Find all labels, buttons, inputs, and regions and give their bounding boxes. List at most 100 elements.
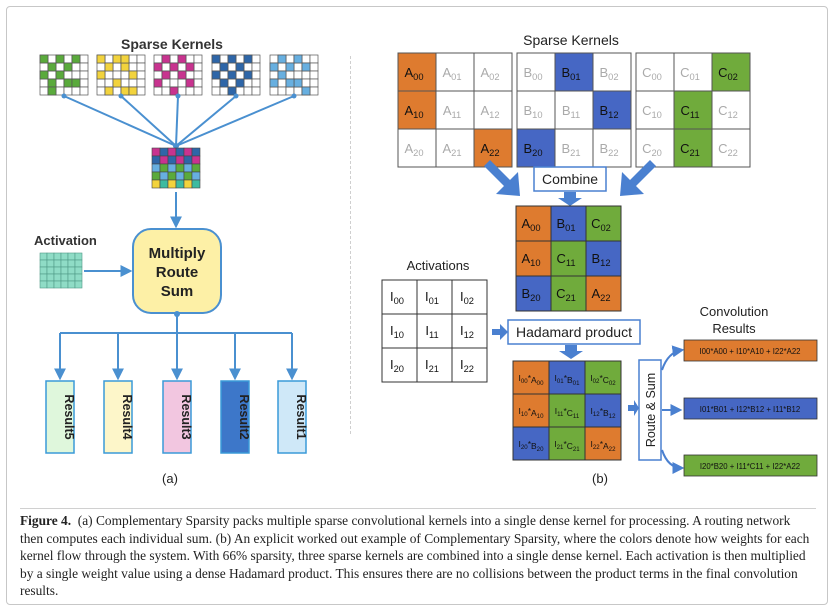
sparse-kernel-5 [269,54,319,96]
kernel-cell-c02: C02 [711,52,751,92]
kernel-cell-a22: A22 [473,128,513,168]
kernel-cell-a00: A00 [397,52,437,92]
kernel-cell-a12: A12 [473,90,513,130]
svg-text:A01: A01 [442,65,461,82]
svg-text:B21: B21 [561,141,580,158]
kernel-cell-b21: B21 [554,128,594,168]
conv-title-2: Results [712,321,756,336]
panel-a-title: Sparse Kernels [121,36,223,52]
kernel-cell-b01: B01 [554,52,594,92]
svg-text:I10: I10 [390,323,404,340]
combine-box [533,166,607,192]
sparse-kernel-1 [39,54,89,96]
svg-text:A20: A20 [404,141,423,158]
svg-text:C11: C11 [556,251,575,268]
svg-text:I21: I21 [425,357,439,374]
panel-a-label: (a) [162,471,178,486]
dense-cell-c02: C02 [585,205,622,242]
dense-cell-b20: B20 [515,275,552,312]
svg-text:I02*C02: I02*C02 [590,373,616,387]
conv-result-1: I00*A00 + I10*A10 + I22*A22 [683,339,818,362]
result-label: Result2 [237,394,251,439]
svg-text:I22*A22: I22*A22 [591,439,617,453]
kernel-cell-a10: A10 [397,90,437,130]
sparse-kernel-4 [211,54,261,96]
kernel-connector-lines [61,93,297,149]
svg-text:I01*B01: I01*B01 [555,373,581,387]
kernel-cell-a20: A20 [397,128,437,168]
caption-figure-label: Figure 4. [20,513,72,528]
conv-title-1: Convolution [700,304,769,319]
conv-result-text: I00*A00 + I10*A10 + I22*A22 [699,347,800,356]
svg-text:I11*C11: I11*C11 [555,406,580,420]
activation-cell-i02: I02 [451,279,488,315]
activation-cell-i10: I10 [381,313,418,349]
svg-text:B00: B00 [523,65,542,82]
svg-text:C12: C12 [718,103,738,120]
mrs-line-1: Multiply [149,245,206,262]
svg-text:A11: A11 [443,103,461,120]
svg-text:C21: C21 [556,286,576,303]
svg-text:I22: I22 [460,357,474,374]
activation-cell-i01: I01 [416,279,453,315]
product-cell: I01*B01 [548,360,586,395]
conv-result-text: I20*B20 + I11*C11 + I22*A22 [700,462,800,471]
kernel-cell-b22: B22 [592,128,632,168]
svg-text:B12: B12 [591,251,610,268]
conv-result-text: I01*B01 + I12*B12 + I11*B12 [700,405,800,414]
sparse-kernel-3 [153,54,203,96]
sparse-kernel-2 [96,54,146,96]
svg-text:C02: C02 [718,65,738,82]
panel-a: Sparse Kernels Activation Multiply Route… [34,36,319,486]
svg-text:A00: A00 [404,65,423,82]
activation-cell-i22: I22 [451,347,488,383]
kernel-cell-a11: A11 [435,90,475,130]
dense-kernel-grid [151,147,201,189]
activation-cell-i11: I11 [416,313,453,349]
kernel-cell-b12: B12 [592,90,632,130]
panel-b-label: (b) [592,471,608,486]
svg-text:I20*B20: I20*B20 [519,439,545,453]
svg-text:I11: I11 [425,323,438,340]
product-cell: I21*C21 [548,426,586,461]
svg-text:B10: B10 [523,103,542,120]
svg-text:C01: C01 [680,65,700,82]
svg-text:B22: B22 [599,141,618,158]
svg-text:B12: B12 [599,103,618,120]
kernel-cell-b20: B20 [516,128,556,168]
conv-result-2: I01*B01 + I12*B12 + I11*B12 [683,397,818,420]
sparse-kernel-grids [39,54,319,96]
svg-text:I21*C21: I21*C21 [554,439,580,453]
svg-text:C20: C20 [642,141,662,158]
hadamard-products-grid: I00*A00I01*B01I02*C02I10*A10I11*C11I12*B… [512,360,622,461]
dense-cell-b12: B12 [585,240,622,277]
dense-cell-c21: C21 [550,275,587,312]
svg-text:A22: A22 [591,286,610,303]
svg-text:I02: I02 [460,289,474,306]
route-sum-label: Route & Sum [644,373,658,447]
svg-text:B20: B20 [523,141,542,158]
svg-text:I00: I00 [390,289,404,306]
svg-text:A22: A22 [480,141,499,158]
activation-cell-i12: I12 [451,313,488,349]
hadamard-box [507,319,641,345]
activation-cell-i00: I00 [381,279,418,315]
svg-text:A10: A10 [521,251,540,268]
svg-text:B02: B02 [599,65,618,82]
svg-text:B20: B20 [521,286,540,303]
kernel-cell-b02: B02 [592,52,632,92]
svg-text:C11: C11 [680,103,699,120]
svg-text:A10: A10 [404,103,423,120]
kernel-cell-c21: C21 [673,128,713,168]
svg-text:C00: C00 [642,65,662,82]
result-box-3: Result3 [162,380,193,454]
dense-cell-a10: A10 [515,240,552,277]
product-cell: I10*A10 [512,393,550,428]
hadamard-label: Hadamard product [516,324,632,340]
kernel-cell-c22: C22 [711,128,751,168]
